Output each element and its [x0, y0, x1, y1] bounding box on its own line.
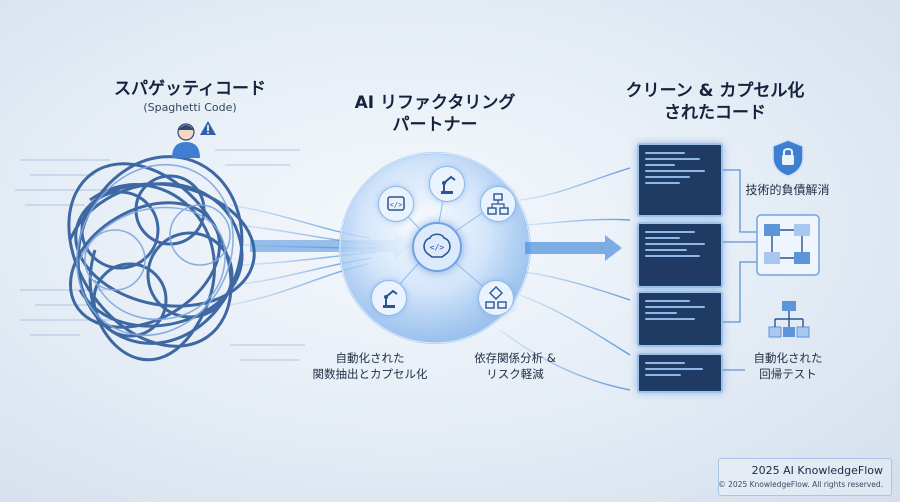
- extraction-label-line2: 関数抽出とカプセル化: [312, 367, 428, 381]
- svg-text:</>: </>: [430, 243, 445, 252]
- flowchart-icon-2: [478, 280, 514, 316]
- code-panel-2: [637, 222, 723, 288]
- dependency-label-line1: 依存関係分析 &: [474, 351, 556, 365]
- warning-icon: [200, 121, 216, 135]
- clean-code-title-line2: されたコード: [664, 103, 766, 123]
- regression-test-label-line2: 回帰テスト: [759, 367, 817, 381]
- dependency-label-line2: リスク軽減: [486, 367, 544, 381]
- code-panel-3: [637, 291, 723, 347]
- robot-arm-icon: [429, 166, 465, 202]
- output-arrow: [525, 235, 622, 261]
- extraction-label-line1: 自動化された: [335, 351, 405, 365]
- code-panel-4: [637, 353, 723, 393]
- shield-lock-icon: [772, 139, 804, 177]
- footer-brand: 2025 AI KnowledgeFlow: [751, 464, 883, 477]
- background-code-lines: [15, 149, 305, 361]
- tech-debt-label: 技術的負債解消: [745, 183, 830, 197]
- clean-code-title-line1: クリーン & カプセル化: [625, 81, 805, 101]
- ai-partner-title-line1: AI リファクタリング: [354, 93, 516, 113]
- svg-text:</>: </>: [390, 201, 403, 209]
- flowchart-icon: [480, 186, 516, 222]
- footer-badge: 2025 AI KnowledgeFlow © 2025 KnowledgeFl…: [718, 458, 892, 496]
- code-window-icon: </>: [378, 186, 414, 222]
- architecture-diagram-icon: [756, 214, 820, 276]
- developer-avatar: [172, 123, 200, 158]
- robot-arm-icon-2: [371, 280, 407, 316]
- regression-test-label-line1: 自動化された: [753, 351, 823, 365]
- code-panel-1: [637, 143, 723, 217]
- spaghetti-subtitle: (Spaghetti Code): [143, 101, 237, 114]
- hierarchy-icon: [768, 301, 810, 338]
- ai-partner-title-line2: パートナー: [392, 115, 478, 135]
- ai-brain-icon: </>: [412, 222, 462, 272]
- input-arrow: [250, 232, 412, 260]
- panel-connectors: [720, 169, 758, 371]
- footer-copyright: © 2025 KnowledgeFlow. All rights reserve…: [718, 480, 883, 489]
- spaghetti-title: スパゲッティコード: [114, 79, 266, 99]
- spaghetti-tangle: [67, 155, 256, 362]
